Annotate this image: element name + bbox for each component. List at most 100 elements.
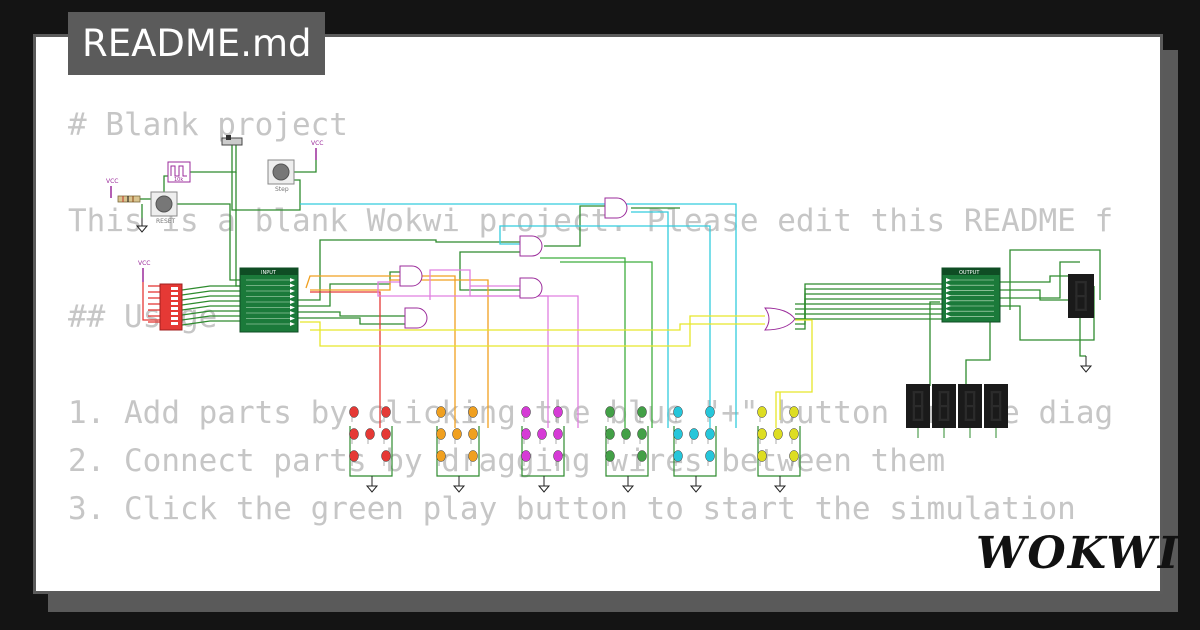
input-pin-arrow [290, 322, 295, 326]
green-led [637, 406, 647, 418]
step-label: Step [275, 186, 289, 193]
wire [965, 313, 1000, 384]
ground-symbol-reset [135, 218, 149, 233]
green-led [637, 450, 647, 462]
readme-paragraph: This is a blank Wokwi project. Please ed… [68, 203, 1114, 239]
readme-step-2: 2. Connect parts by dragging wires betwe… [68, 443, 946, 479]
cyan-led [689, 428, 699, 440]
ground-icon [452, 485, 466, 493]
logic-gates [399, 197, 796, 331]
wire [298, 239, 520, 301]
input-module: INPUT [239, 267, 299, 333]
readme-step-3: 3. Click the green play button to start … [68, 491, 1076, 527]
ground-icon [621, 485, 635, 493]
wire-cyan [499, 225, 711, 428]
segment [964, 405, 976, 408]
ground-icon [689, 485, 703, 493]
segment [990, 391, 1002, 394]
readme-heading: # Blank project [68, 107, 348, 143]
dip-lever [171, 317, 178, 320]
ground-icon [773, 485, 787, 493]
resistor[interactable] [117, 195, 141, 203]
wire [235, 172, 240, 287]
orange-led [468, 406, 478, 418]
magenta-led [553, 450, 563, 462]
svg-text:VCC: VCC [138, 260, 150, 267]
cyan-led [705, 428, 715, 440]
wokwi-logo: WOKWI [976, 528, 1181, 579]
input-pin-arrow [290, 283, 295, 288]
segment [921, 391, 924, 421]
led-group-magenta [521, 406, 565, 493]
wire [795, 313, 942, 320]
wire [177, 203, 240, 281]
dip-lever [171, 287, 178, 290]
segment [1084, 281, 1087, 311]
green-led [637, 428, 647, 440]
yellow-led [757, 406, 767, 418]
green-led [605, 406, 615, 418]
wire [1000, 261, 1080, 299]
segment [947, 391, 950, 421]
vcc-symbol-3: VCC [138, 260, 150, 282]
segment [964, 418, 976, 421]
green-led [605, 450, 615, 462]
dip-lever [171, 312, 178, 315]
dip-switch[interactable] [159, 283, 183, 331]
ground-symbol-display [1079, 356, 1093, 373]
wire [142, 282, 160, 321]
wire-magenta [377, 281, 549, 428]
file-tab[interactable]: README.md [68, 12, 326, 75]
slide-switch[interactable] [221, 135, 243, 146]
red-led [381, 406, 391, 418]
segment [999, 391, 1002, 421]
wire [298, 311, 405, 317]
dip-lever [171, 292, 178, 295]
wire-magenta [429, 269, 579, 428]
cyan-led [705, 450, 715, 462]
cyan-led [673, 450, 683, 462]
wire [1079, 318, 1086, 357]
reset-button[interactable]: RESET [150, 191, 178, 225]
segment [938, 391, 941, 421]
wire [181, 295, 240, 301]
magenta-led [537, 428, 547, 440]
wire-red [310, 291, 381, 428]
seven-segment-displays [906, 274, 1094, 438]
wire [298, 317, 405, 325]
orange-led [468, 450, 478, 462]
red-led [381, 450, 391, 462]
segment [990, 405, 1002, 408]
segment [1075, 295, 1087, 298]
cyan-led [673, 406, 683, 418]
step-button[interactable]: Step [267, 159, 295, 193]
segment [912, 391, 924, 394]
input-pin-arrow [290, 316, 295, 321]
vcc-symbol-2: VCC [311, 140, 323, 160]
and-gate-4 [519, 277, 543, 299]
red-led [365, 428, 375, 440]
clock-generator[interactable]: 10k [167, 161, 191, 183]
red-led [381, 428, 391, 440]
output-pin-arrow [946, 278, 951, 282]
led-group-cyan [673, 406, 717, 493]
input-pin-arrow [290, 289, 295, 293]
led-group-yellow [757, 406, 801, 493]
yellow-led [789, 428, 799, 440]
wire [181, 290, 240, 296]
led-group-orange [436, 406, 480, 493]
svg-text:VCC: VCC [311, 140, 323, 147]
segment [938, 405, 950, 408]
segment [1075, 308, 1087, 311]
output-pin-arrow [946, 314, 951, 319]
clock-label: 10k [174, 177, 183, 183]
wire [181, 285, 240, 291]
input-pin-arrow [290, 311, 295, 315]
wire [181, 305, 240, 311]
output-pin-arrow [946, 283, 951, 288]
segment [964, 391, 967, 421]
wires-layer [140, 145, 1101, 428]
wire [1000, 286, 1095, 341]
seven-segment-display-3 [958, 384, 982, 428]
